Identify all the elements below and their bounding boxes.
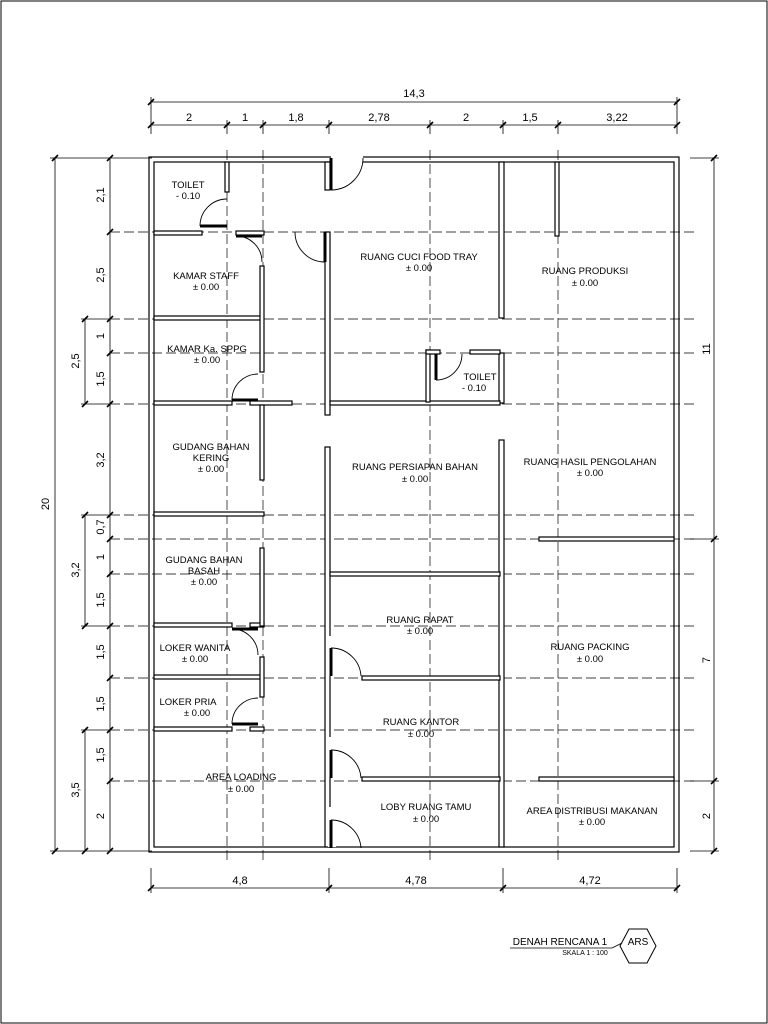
room-ruang-kantor-level: ± 0.00 (408, 729, 434, 740)
dim-top-seg: 2 (186, 112, 192, 124)
room-area-loading-level: ± 0.00 (228, 784, 254, 795)
room-ruang-packing-level: ± 0.00 (577, 654, 603, 665)
drawing-title: DENAH RENCANA 1 (513, 937, 608, 948)
room-ruang-produksi-name: RUANG PRODUKSI (542, 266, 629, 277)
room-kamar-ka-sppg-name: KAMAR Ka. SPPG (167, 344, 247, 355)
dim-left-seg: 1,5 (95, 371, 107, 386)
room-loker-wanita-name: LOKER WANITA (160, 643, 231, 654)
room-ruang-hasil-name: RUANG HASIL PENGOLAHAN (524, 457, 657, 468)
dim-left-seg: 2,1 (95, 187, 107, 202)
room-gudang-basah-name: GUDANG BAHAN (165, 555, 242, 566)
dimension-lines (50, 97, 719, 893)
room-gudang-kering-name: GUDANG BAHAN (172, 442, 249, 453)
dim-left-group: 3,5 (70, 782, 82, 797)
dim-top-seg: 1 (242, 112, 248, 124)
dim-left-seg: 1 (95, 554, 107, 560)
room-kamar-staff-level: ± 0.00 (193, 282, 219, 293)
room-toilet-1-level: - 0.10 (176, 191, 200, 202)
room-ruang-packing-name: RUANG PACKING (550, 642, 629, 653)
dim-top-total: 14,3 (403, 88, 424, 100)
room-area-loading-name: AREA LOADING (206, 772, 277, 783)
room-ruang-rapat-level: ± 0.00 (407, 626, 433, 637)
room-ruang-persiapan-name: RUANG PERSIAPAN BAHAN (352, 462, 478, 473)
room-ruang-cuci-level: ± 0.00 (406, 263, 432, 274)
dim-left-seg: 1 (95, 333, 107, 339)
room-area-distribusi-level: ± 0.00 (579, 817, 605, 828)
dim-right-seg: 7 (701, 657, 713, 663)
discipline-tag: ARS (628, 937, 649, 948)
dim-left-total: 20 (40, 498, 52, 510)
dim-right-seg: 2 (701, 813, 713, 819)
room-ruang-cuci-name: RUANG CUCI FOOD TRAY (360, 252, 478, 263)
dim-top-seg: 1,8 (288, 112, 303, 124)
room-ruang-produksi-level: ± 0.00 (572, 278, 598, 289)
dim-top-seg: 1,5 (522, 112, 537, 124)
dim-left-seg: 2 (95, 813, 107, 819)
dim-left-seg: 2,5 (95, 267, 107, 282)
room-gudang-basah-name-2: BASAH (188, 566, 220, 577)
dimension-labels: 14,3 2 1 1,8 2,78 2 1,5 3,22 4,8 4,78 4,… (40, 88, 713, 887)
dimension-ticks (51, 98, 718, 892)
room-loker-pria-level: ± 0.00 (184, 708, 210, 719)
room-area-distribusi-name: AREA DISTRIBUSI MAKANAN (527, 806, 658, 817)
room-loker-pria-name: LOKER PRIA (159, 697, 217, 708)
dim-left-seg: 3,2 (95, 452, 107, 467)
room-kamar-ka-sppg-level: ± 0.00 (194, 355, 220, 366)
room-gudang-basah-level: ± 0.00 (191, 577, 217, 588)
room-ruang-persiapan-level: ± 0.00 (402, 474, 428, 485)
room-gudang-kering-name-2: KERING (193, 453, 229, 464)
walls (148, 156, 680, 853)
dim-left-seg: 1,5 (95, 747, 107, 762)
discipline-hexagon (619, 928, 657, 964)
title-block: DENAH RENCANA 1 SKALA 1 : 100 ARS (510, 928, 657, 964)
room-toilet-1-name: TOILET (171, 180, 204, 191)
room-toilet-2-level: - 0.10 (462, 383, 486, 394)
dim-bottom-seg: 4,8 (232, 875, 247, 887)
dim-top-seg: 2 (463, 112, 469, 124)
dim-right-seg: 11 (701, 343, 713, 354)
room-loby-level: ± 0.00 (413, 814, 439, 825)
dim-left-group: 2,5 (70, 353, 82, 368)
doors (199, 157, 463, 849)
room-loker-wanita-level: ± 0.00 (182, 654, 208, 665)
room-toilet-2-name: TOILET (463, 372, 496, 383)
dim-left-seg: 0,7 (95, 519, 107, 534)
dim-left-seg: 1,5 (95, 696, 107, 711)
dim-left-seg: 1,5 (95, 644, 107, 659)
drawing-scale: SKALA 1 : 100 (562, 950, 608, 957)
dim-left-group: 3,2 (70, 562, 82, 577)
room-loby-name: LOBY RUANG TAMU (381, 802, 472, 813)
room-ruang-rapat-name: RUANG RAPAT (386, 615, 453, 626)
room-ruang-kantor-name: RUANG KANTOR (383, 717, 460, 728)
room-ruang-hasil-level: ± 0.00 (577, 468, 603, 479)
room-kamar-staff-name: KAMAR STAFF (173, 271, 239, 282)
dim-left-seg: 1,5 (95, 592, 107, 607)
dim-bottom-seg: 4,78 (405, 875, 426, 887)
room-labels: TOILET - 0.10 KAMAR STAFF ± 0.00 KAMAR K… (159, 180, 657, 828)
dim-top-seg: 2,78 (368, 112, 389, 124)
dim-top-seg: 3,22 (606, 112, 627, 124)
room-gudang-kering-level: ± 0.00 (198, 464, 224, 475)
door-opening (331, 156, 363, 164)
dim-bottom-seg: 4,72 (579, 875, 600, 887)
